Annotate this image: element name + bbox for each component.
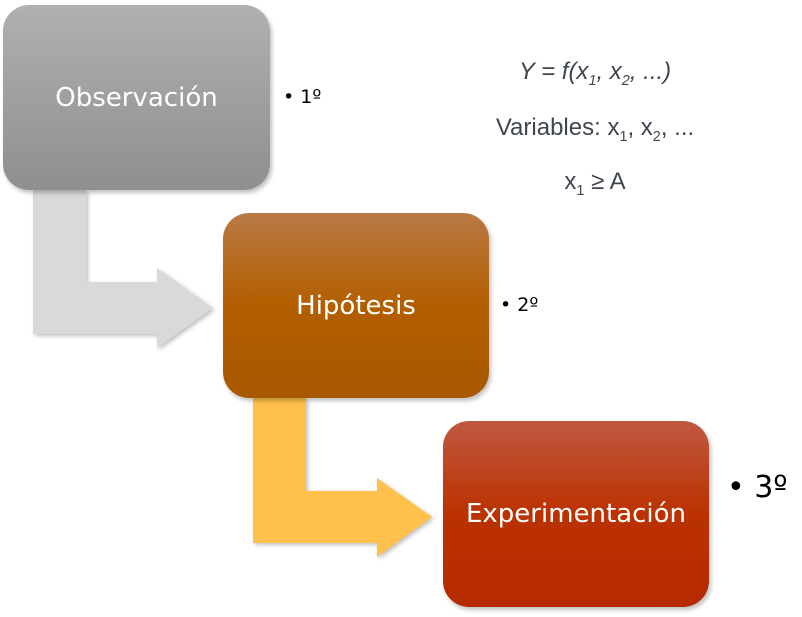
arrow-observation-to-hypothesis (33, 190, 213, 348)
step-label: Observación (55, 82, 218, 113)
formula-part: 2 (652, 128, 661, 145)
formula-part: 1 (588, 72, 597, 89)
formula-part: Y = f(x (518, 58, 589, 85)
formula-part: x (564, 168, 577, 195)
arrow-hypothesis-to-experimentation (253, 398, 432, 557)
formula-part: 1 (576, 182, 585, 199)
formula-part: ≥ A (584, 168, 626, 195)
formula-part: 2 (621, 72, 630, 89)
step-order-1: • 1º (283, 86, 322, 108)
step-label: Experimentación (465, 499, 687, 529)
formula-part: , x (627, 114, 653, 141)
step-experimentation-box: Experimentación (443, 421, 709, 607)
step-order-2: • 2º (500, 294, 539, 316)
step-label: Hipótesis (296, 290, 416, 321)
formula-function: Y = f(x1, x2, ...) (445, 58, 745, 89)
step-order-3: • 3º (727, 470, 788, 505)
formula-part: 1 (619, 128, 628, 145)
formula-variables: Variables: x1, x2, ... (445, 114, 745, 145)
step-hypothesis-box: Hipótesis (223, 213, 489, 398)
formula-part: Variables: x (495, 114, 620, 141)
formula-condition: x1 ≥ A (445, 168, 745, 199)
formula-part: , ...) (629, 58, 672, 85)
formula-part: , ... (660, 114, 695, 141)
step-observation-box: Observación (3, 5, 270, 190)
formula-part: , x (596, 58, 622, 85)
